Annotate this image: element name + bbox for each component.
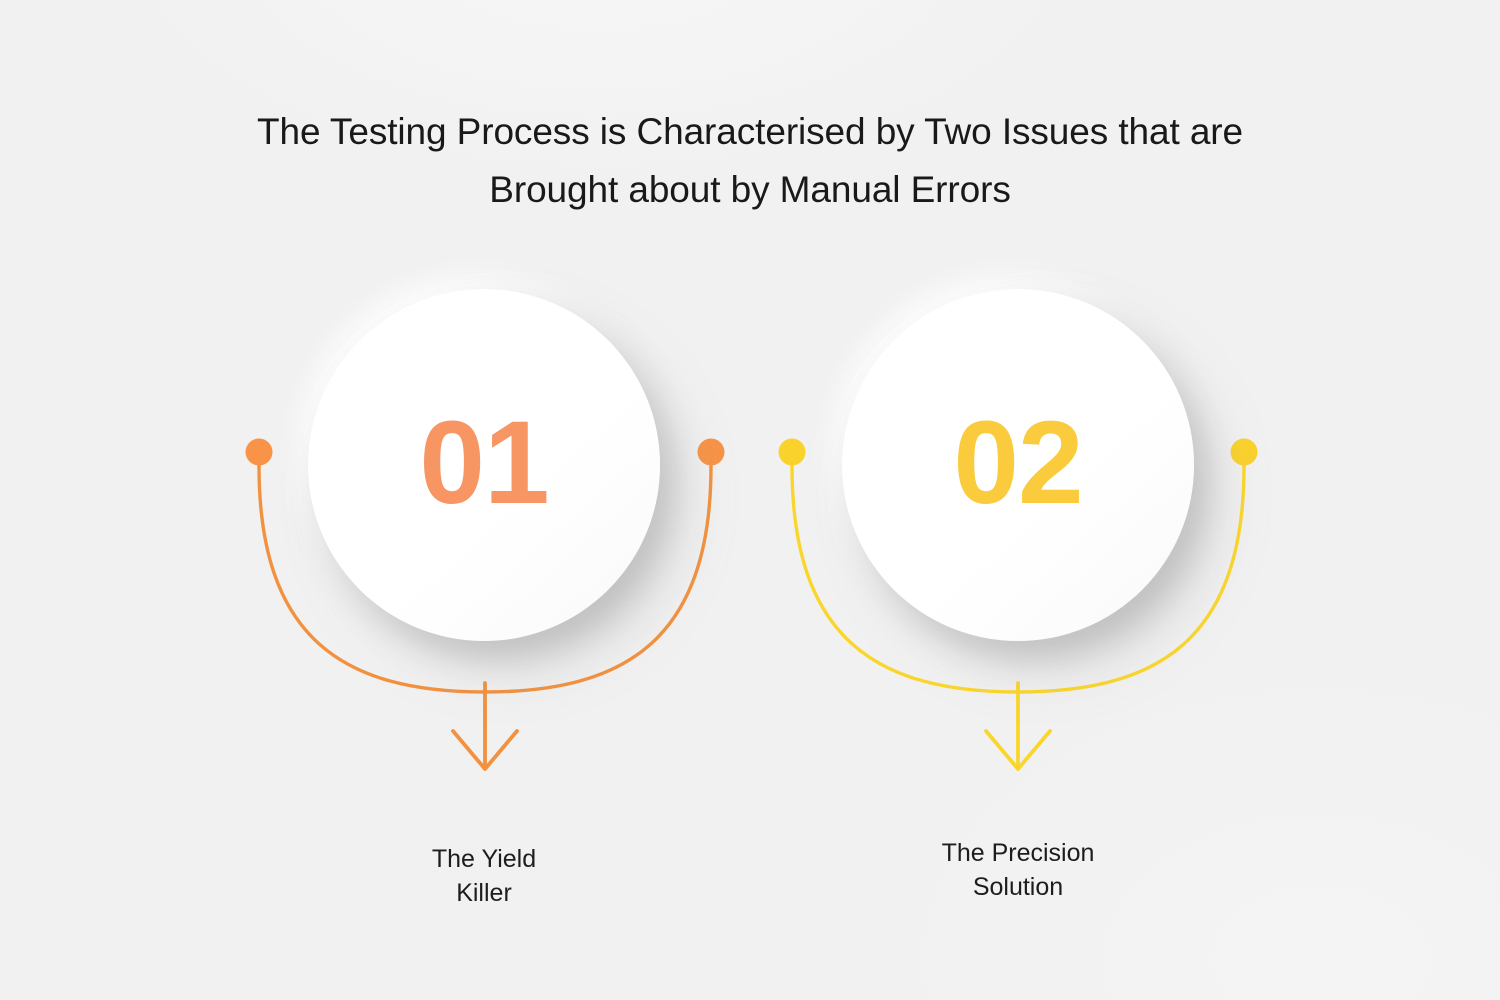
step-label-2: The Precision Solution bbox=[838, 836, 1198, 904]
step-label-2-line-1: The Precision bbox=[941, 839, 1095, 867]
page-title-line-2: Brought about by Manual Errors bbox=[489, 169, 1011, 211]
endpoint-dot-right-2 bbox=[1230, 438, 1258, 466]
step-circle-2[interactable]: 02 bbox=[842, 289, 1194, 641]
step-label-1-line-1: The Yield bbox=[431, 845, 537, 873]
arrow-down-icon-1 bbox=[451, 729, 519, 771]
step-number-2: 02 bbox=[953, 397, 1083, 529]
step-circle-1[interactable]: 01 bbox=[308, 289, 660, 641]
step-number-1: 01 bbox=[419, 397, 549, 529]
step-label-1: The Yield Killer bbox=[304, 842, 664, 910]
endpoint-dot-right-1 bbox=[697, 438, 725, 466]
step-label-2-line-2: Solution bbox=[972, 873, 1064, 901]
step-label-1-line-2: Killer bbox=[456, 879, 512, 907]
page-title: The Testing Process is Characterised by … bbox=[105, 103, 1395, 220]
endpoint-dot-left-1 bbox=[245, 438, 273, 466]
page-title-line-1: The Testing Process is Characterised by … bbox=[256, 110, 1244, 152]
endpoint-dot-left-2 bbox=[778, 438, 806, 466]
arrow-down-icon-2 bbox=[984, 729, 1052, 771]
